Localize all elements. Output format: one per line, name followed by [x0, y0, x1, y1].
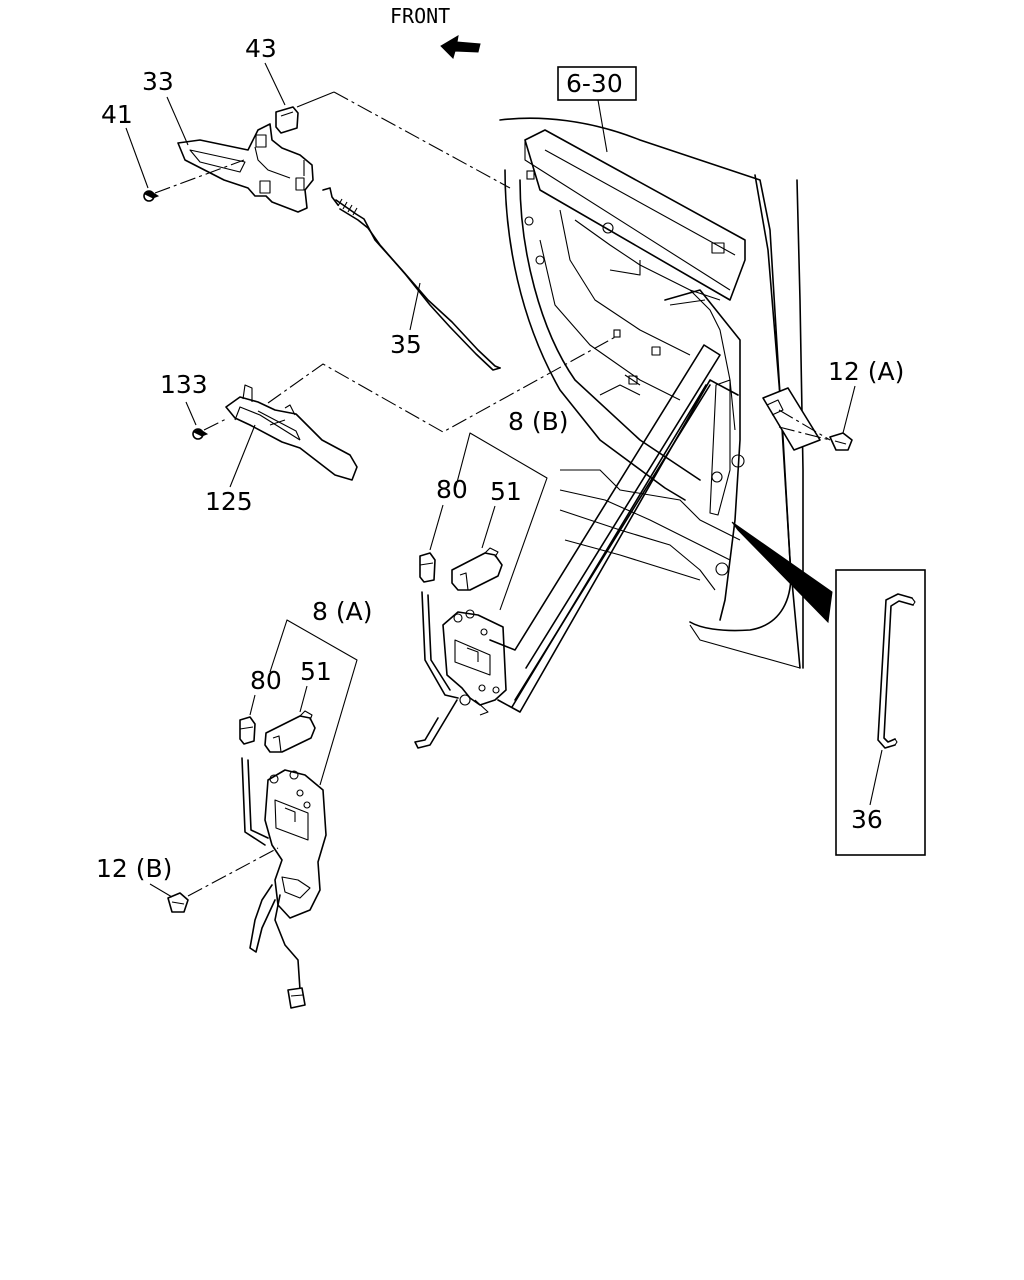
screw-41: [143, 190, 160, 202]
callout-8a: 8 (A): [312, 597, 372, 626]
bracket-125: [225, 384, 358, 481]
callout-51b: 51: [490, 477, 522, 506]
callout-33: 33: [142, 67, 174, 96]
callout-36: 36: [851, 805, 883, 834]
striker-plate: [762, 387, 821, 451]
front-direction-label: FRONT: [390, 4, 450, 28]
door-lock-actuator-8a: [241, 757, 327, 1009]
clip-43: [275, 91, 335, 134]
inner-door-handle-33: [177, 123, 314, 213]
reference-box: 6-30: [557, 66, 637, 153]
screw-133: [192, 428, 209, 440]
callout-43: 43: [245, 34, 277, 63]
callout-12a: 12 (A): [828, 357, 904, 386]
detail-pointer: [731, 521, 833, 624]
callout-8b: 8 (B): [508, 407, 569, 436]
reference-label: 6-30: [566, 69, 623, 98]
bolt-12b: [167, 892, 189, 913]
callout-51a: 51: [300, 657, 332, 686]
front-arrow-icon: [440, 35, 481, 59]
lock-rod-connector-51b: [451, 547, 503, 591]
bolt-12a: [829, 432, 853, 451]
callout-41: 41: [101, 100, 133, 129]
callout-35: 35: [390, 330, 422, 359]
lock-knob-80a: [239, 716, 256, 745]
callout-133: 133: [160, 370, 208, 399]
lock-knob-80b: [419, 552, 436, 583]
callout-12b: 12 (B): [96, 854, 172, 883]
outside-handle-rod: [489, 344, 721, 669]
detail-inset-36: 36: [835, 569, 926, 856]
door-lock-actuator-8b: [414, 591, 507, 749]
door-inner-panel: [499, 117, 804, 669]
callout-80a: 80: [250, 666, 282, 695]
callout-125: 125: [205, 487, 253, 516]
lock-rod-connector-51a: [264, 710, 316, 753]
callout-80b: 80: [436, 475, 468, 504]
